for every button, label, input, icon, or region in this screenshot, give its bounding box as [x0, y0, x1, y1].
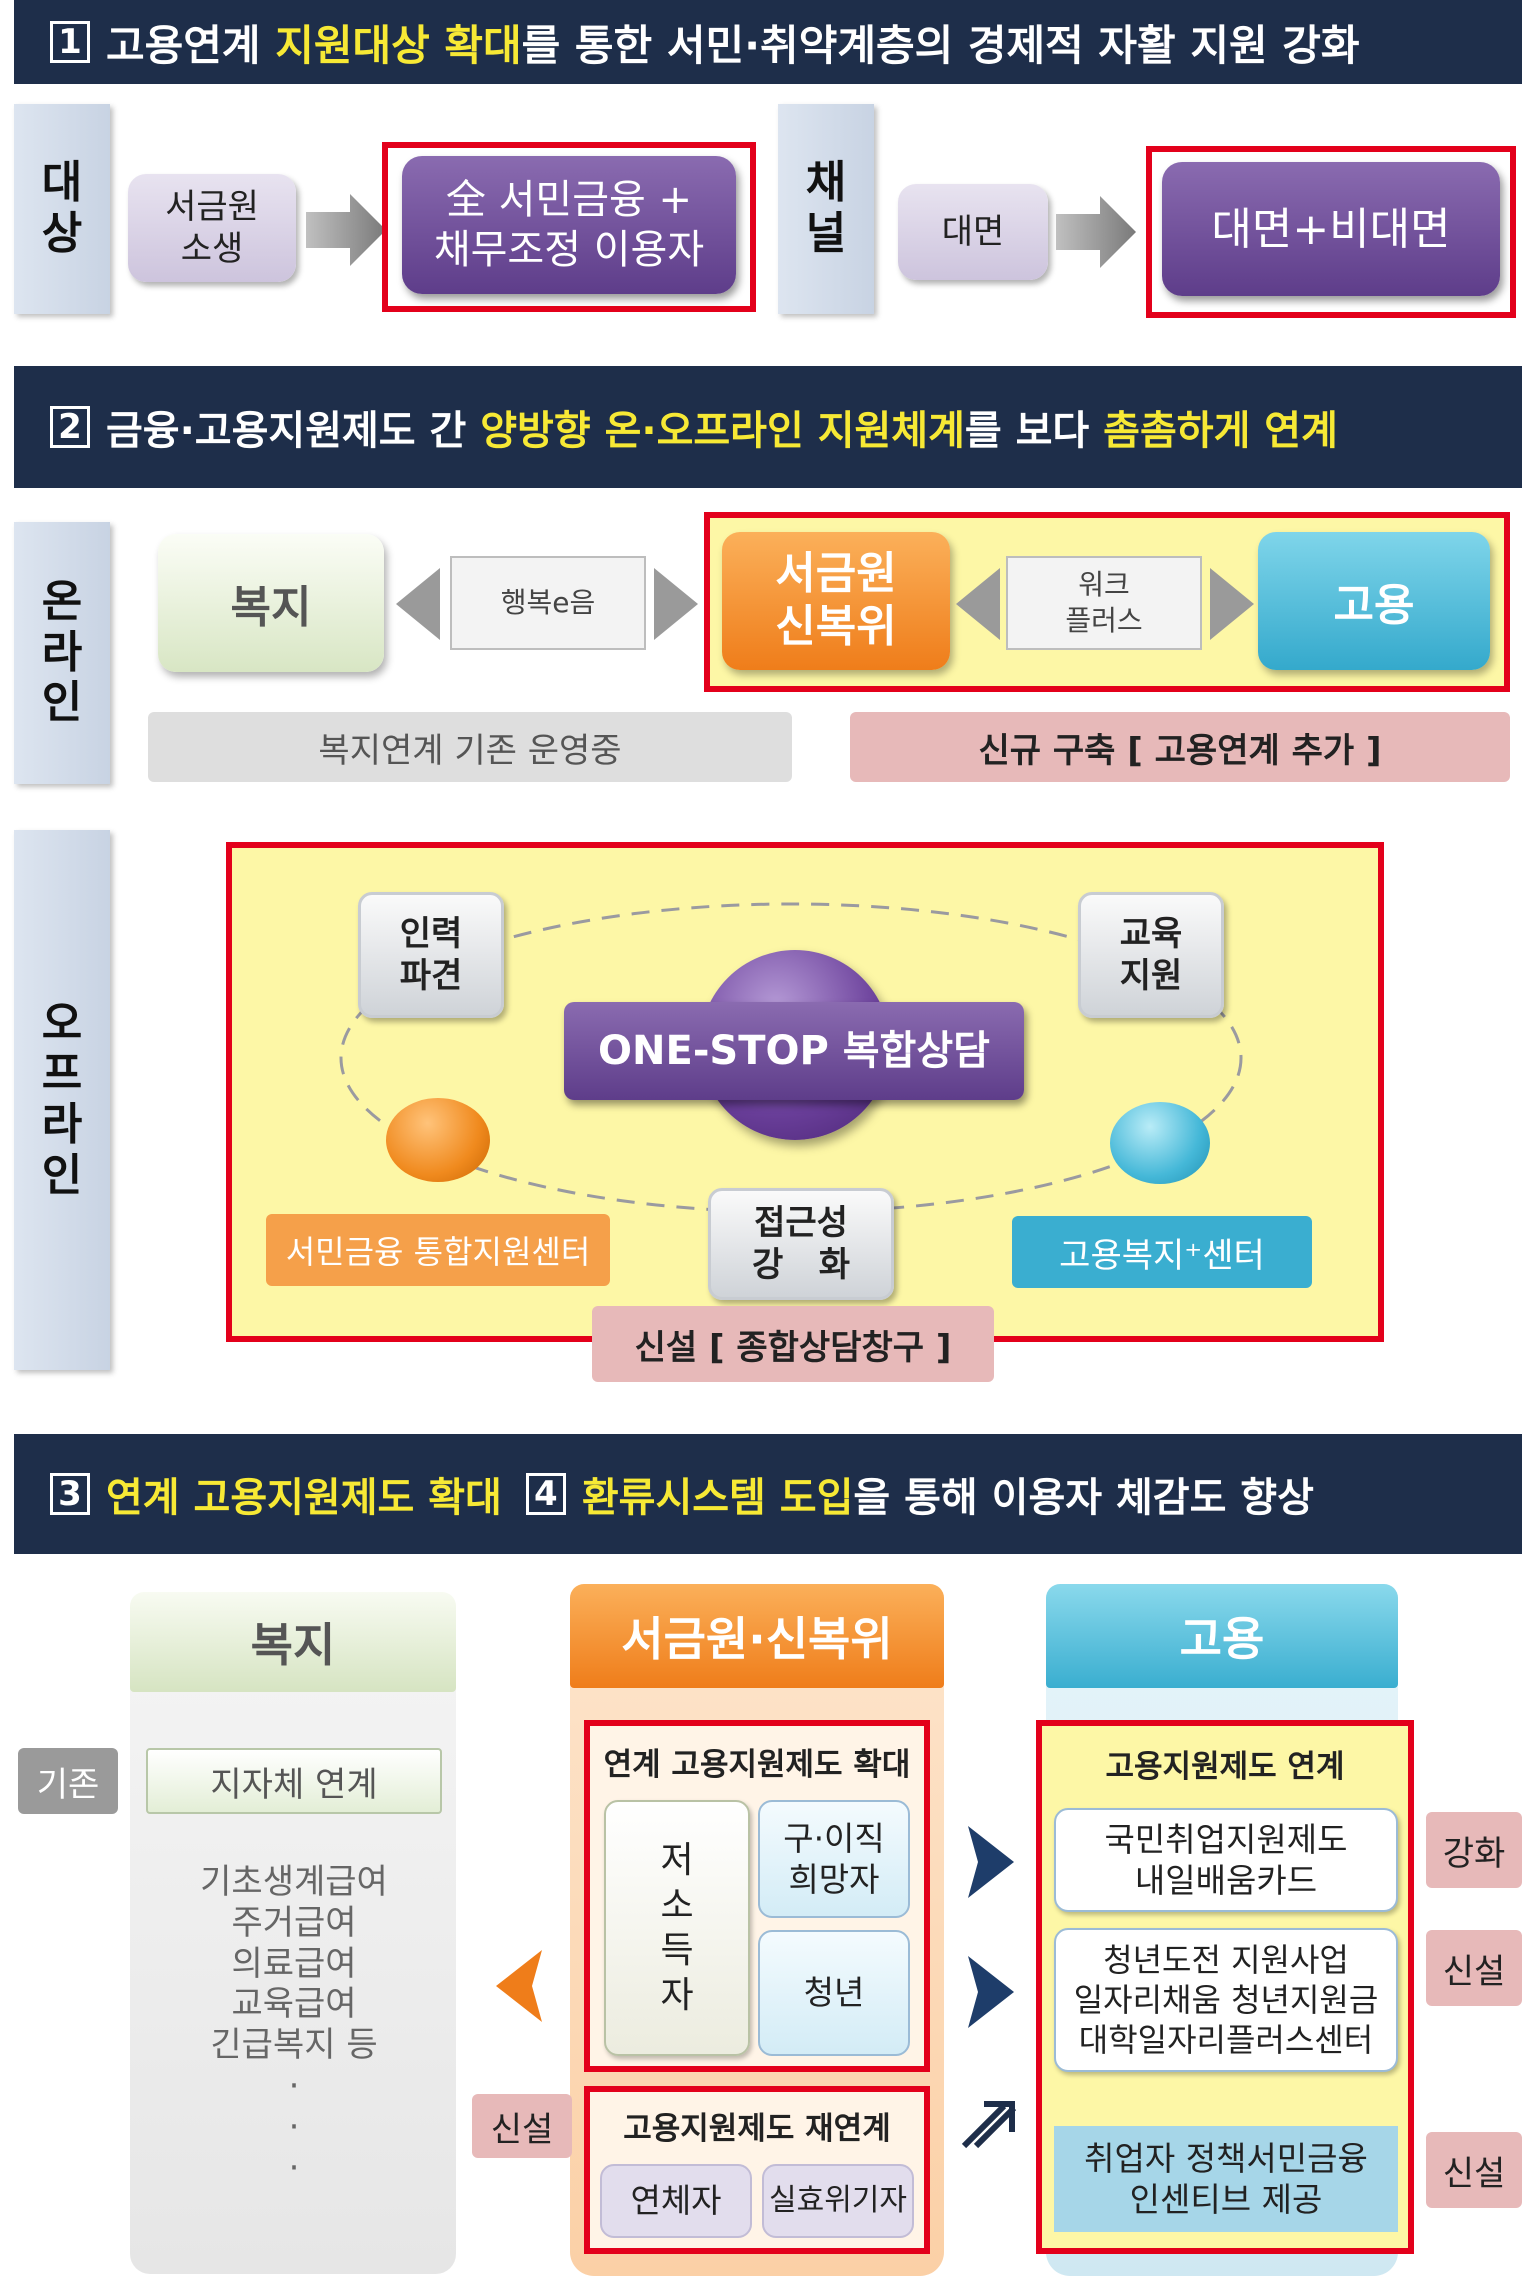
target-after-box: 全 서민금융 + 채무조정 이용자: [402, 156, 736, 294]
channel-after-highlight: [1146, 146, 1516, 318]
new-counter-note: 신설 [ 종합상담창구 ]: [592, 1306, 994, 1382]
target-before-box: 서금원 소생: [128, 174, 296, 282]
channel-after-box: 대면+비대면: [1162, 162, 1500, 296]
arrow-right-navy-icon: [968, 1956, 1014, 2028]
employ-item-2: 청년도전 지원사업 일자리채움 청년지원금 대학일자리플러스센터: [1054, 1928, 1398, 2072]
delinquent-box: 연체자: [600, 2164, 752, 2238]
local-gov-box: 지자체 연계: [146, 1748, 442, 1814]
section1-title-c: 를 통한 서민·취약계층의 경제적 자활 지원 강화: [521, 20, 1360, 70]
one-stop-label: ONE-STOP 복합상담: [564, 1002, 1024, 1100]
arrow-left-icon: [396, 568, 440, 640]
welfare-list: 기초생계급여 주거급여 의료급여 교육급여 긴급복지 등 · · ·: [200, 1862, 388, 2188]
employ-center-box: 고용복지⁺센터: [1012, 1216, 1312, 1288]
target-label: 대 상: [14, 104, 110, 314]
section3-title-highlight-2: 환류시스템 도입: [581, 1475, 854, 1521]
section3-title-highlight-1: 연계 고용지원제도 확대: [106, 1475, 502, 1521]
arrow-left-orange-icon: [496, 1950, 542, 2022]
arrow-right-navy-icon: [968, 1826, 1014, 1898]
employ-link-title: 고용지원제도 연계: [1105, 1748, 1345, 1785]
center-column-header: 서금원·신복위: [570, 1584, 944, 1688]
blue-sphere: [1110, 1102, 1210, 1184]
relink-title: 고용지원제도 재연계: [623, 2110, 891, 2147]
arrow-right-icon: [306, 194, 386, 266]
orbit-ellipse: [336, 898, 1246, 1218]
arrow-right-icon: [1056, 196, 1136, 268]
arrow-right-icon: [654, 568, 698, 640]
expand-title: 연계 고용지원제도 확대: [603, 1746, 911, 1783]
employ-item-1: 국민취업지원제도 내일배움카드: [1054, 1808, 1398, 1912]
finance-center-box: 서민금융 통합지원센터: [266, 1214, 610, 1286]
offline-label: 오 프 라 인: [14, 830, 110, 1370]
tag-new-2: 신설: [1426, 2132, 1522, 2208]
job-seeker-box: 구·이직 희망자: [758, 1800, 910, 1918]
section2-title-a: 금융·고용지원제도 간: [106, 408, 481, 454]
worknet-box: 워크 플러스: [1006, 556, 1202, 650]
tag-new-1: 신설: [1426, 1930, 1522, 2006]
arrow-diagonal-icon: [958, 2090, 1020, 2152]
section1-banner: 1 고용연계 지원대상 확대 를 통한 서민·취약계층의 경제적 자활 지원 강…: [14, 0, 1522, 84]
online-label: 온 라 인: [14, 522, 110, 784]
tag-strengthen: 강화: [1426, 1812, 1522, 1888]
target-after-highlight: [382, 142, 756, 312]
employ-item-3: 취업자 정책서민금융 인센티브 제공: [1054, 2126, 1398, 2232]
employ-column-header: 고용: [1046, 1584, 1398, 1688]
new-tag-left: 신설: [472, 2094, 572, 2158]
section2-title-c: 를 보다: [964, 408, 1104, 454]
center-box: 서금원 신복위: [722, 532, 950, 670]
existing-tag: 기존: [18, 1748, 118, 1814]
happy-e-box: 행복e음: [450, 556, 646, 650]
welfare-column-header: 복지: [130, 1592, 456, 1692]
channel-before-box: 대면: [898, 184, 1048, 280]
section2-number: 2: [50, 406, 90, 448]
section3-number: 3: [50, 1473, 90, 1515]
arrow-right-icon: [1210, 568, 1254, 640]
tight-box: 실효위기자: [762, 2164, 914, 2238]
new-note: 신규 구축 [ 고용연계 추가 ]: [850, 712, 1510, 782]
employment-box: 고용: [1258, 532, 1490, 670]
access-box: 접근성 강 화: [708, 1188, 894, 1300]
hr-dispatch-box: 인력 파견: [358, 892, 504, 1018]
low-income-box: 저 소 득 자: [604, 1800, 750, 2056]
section2-title-highlight-2: 촘촘하게 연계: [1103, 408, 1338, 454]
section3-banner: 3 연계 고용지원제도 확대 4 환류시스템 도입 을 통해 이용자 체감도 향…: [14, 1434, 1522, 1554]
arrow-left-icon: [956, 568, 1000, 640]
section1-number: 1: [50, 21, 90, 63]
youth-box: 청년: [758, 1930, 910, 2056]
section1-title-highlight: 지원대상 확대: [275, 20, 522, 70]
edu-support-box: 교육 지원: [1078, 892, 1224, 1018]
section3-title-c: 을 통해 이용자 체감도 향상: [853, 1475, 1314, 1521]
section4-number: 4: [525, 1473, 566, 1515]
existing-note: 복지연계 기존 운영중: [148, 712, 792, 782]
section2-banner: 2 금융·고용지원제도 간 양방향 온·오프라인 지원체계 를 보다 촘촘하게 …: [14, 366, 1522, 488]
orange-sphere: [386, 1098, 490, 1182]
section1-title-a: 고용연계: [106, 20, 276, 70]
section2-title-highlight-1: 양방향 온·오프라인 지원체계: [480, 408, 965, 454]
welfare-box: 복지: [158, 534, 384, 672]
channel-label: 채 널: [778, 104, 874, 314]
